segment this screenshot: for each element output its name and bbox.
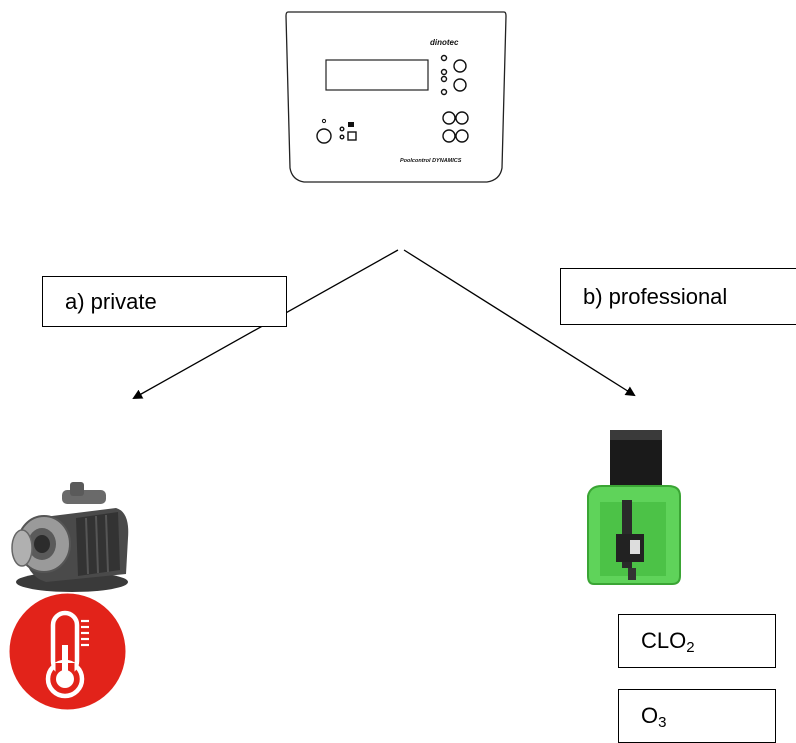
clo2-label: CLO [641,628,687,653]
controller-display [325,59,429,91]
controller-brand: dinotec [430,38,459,47]
professional-label-box: b) professional [560,268,796,325]
o3-box: O3 [618,689,776,743]
clo2-subscript: 2 [686,639,695,656]
o3-label: O [641,703,659,728]
arrow-to-professional [403,249,636,397]
o3-subscript: 3 [658,714,667,731]
professional-label: b) professional [583,283,728,309]
private-label-box: a) private [42,276,287,327]
pump-image [6,478,134,596]
clo2-box: CLO2 [618,614,776,668]
private-label: a) private [65,288,157,314]
controller-image: dinotec Poolcontrol DYNAMICS [282,8,510,188]
dosing-unit-image [586,430,682,586]
thermometer-icon [9,593,126,710]
controller-model: Poolcontrol DYNAMICS [400,158,462,164]
